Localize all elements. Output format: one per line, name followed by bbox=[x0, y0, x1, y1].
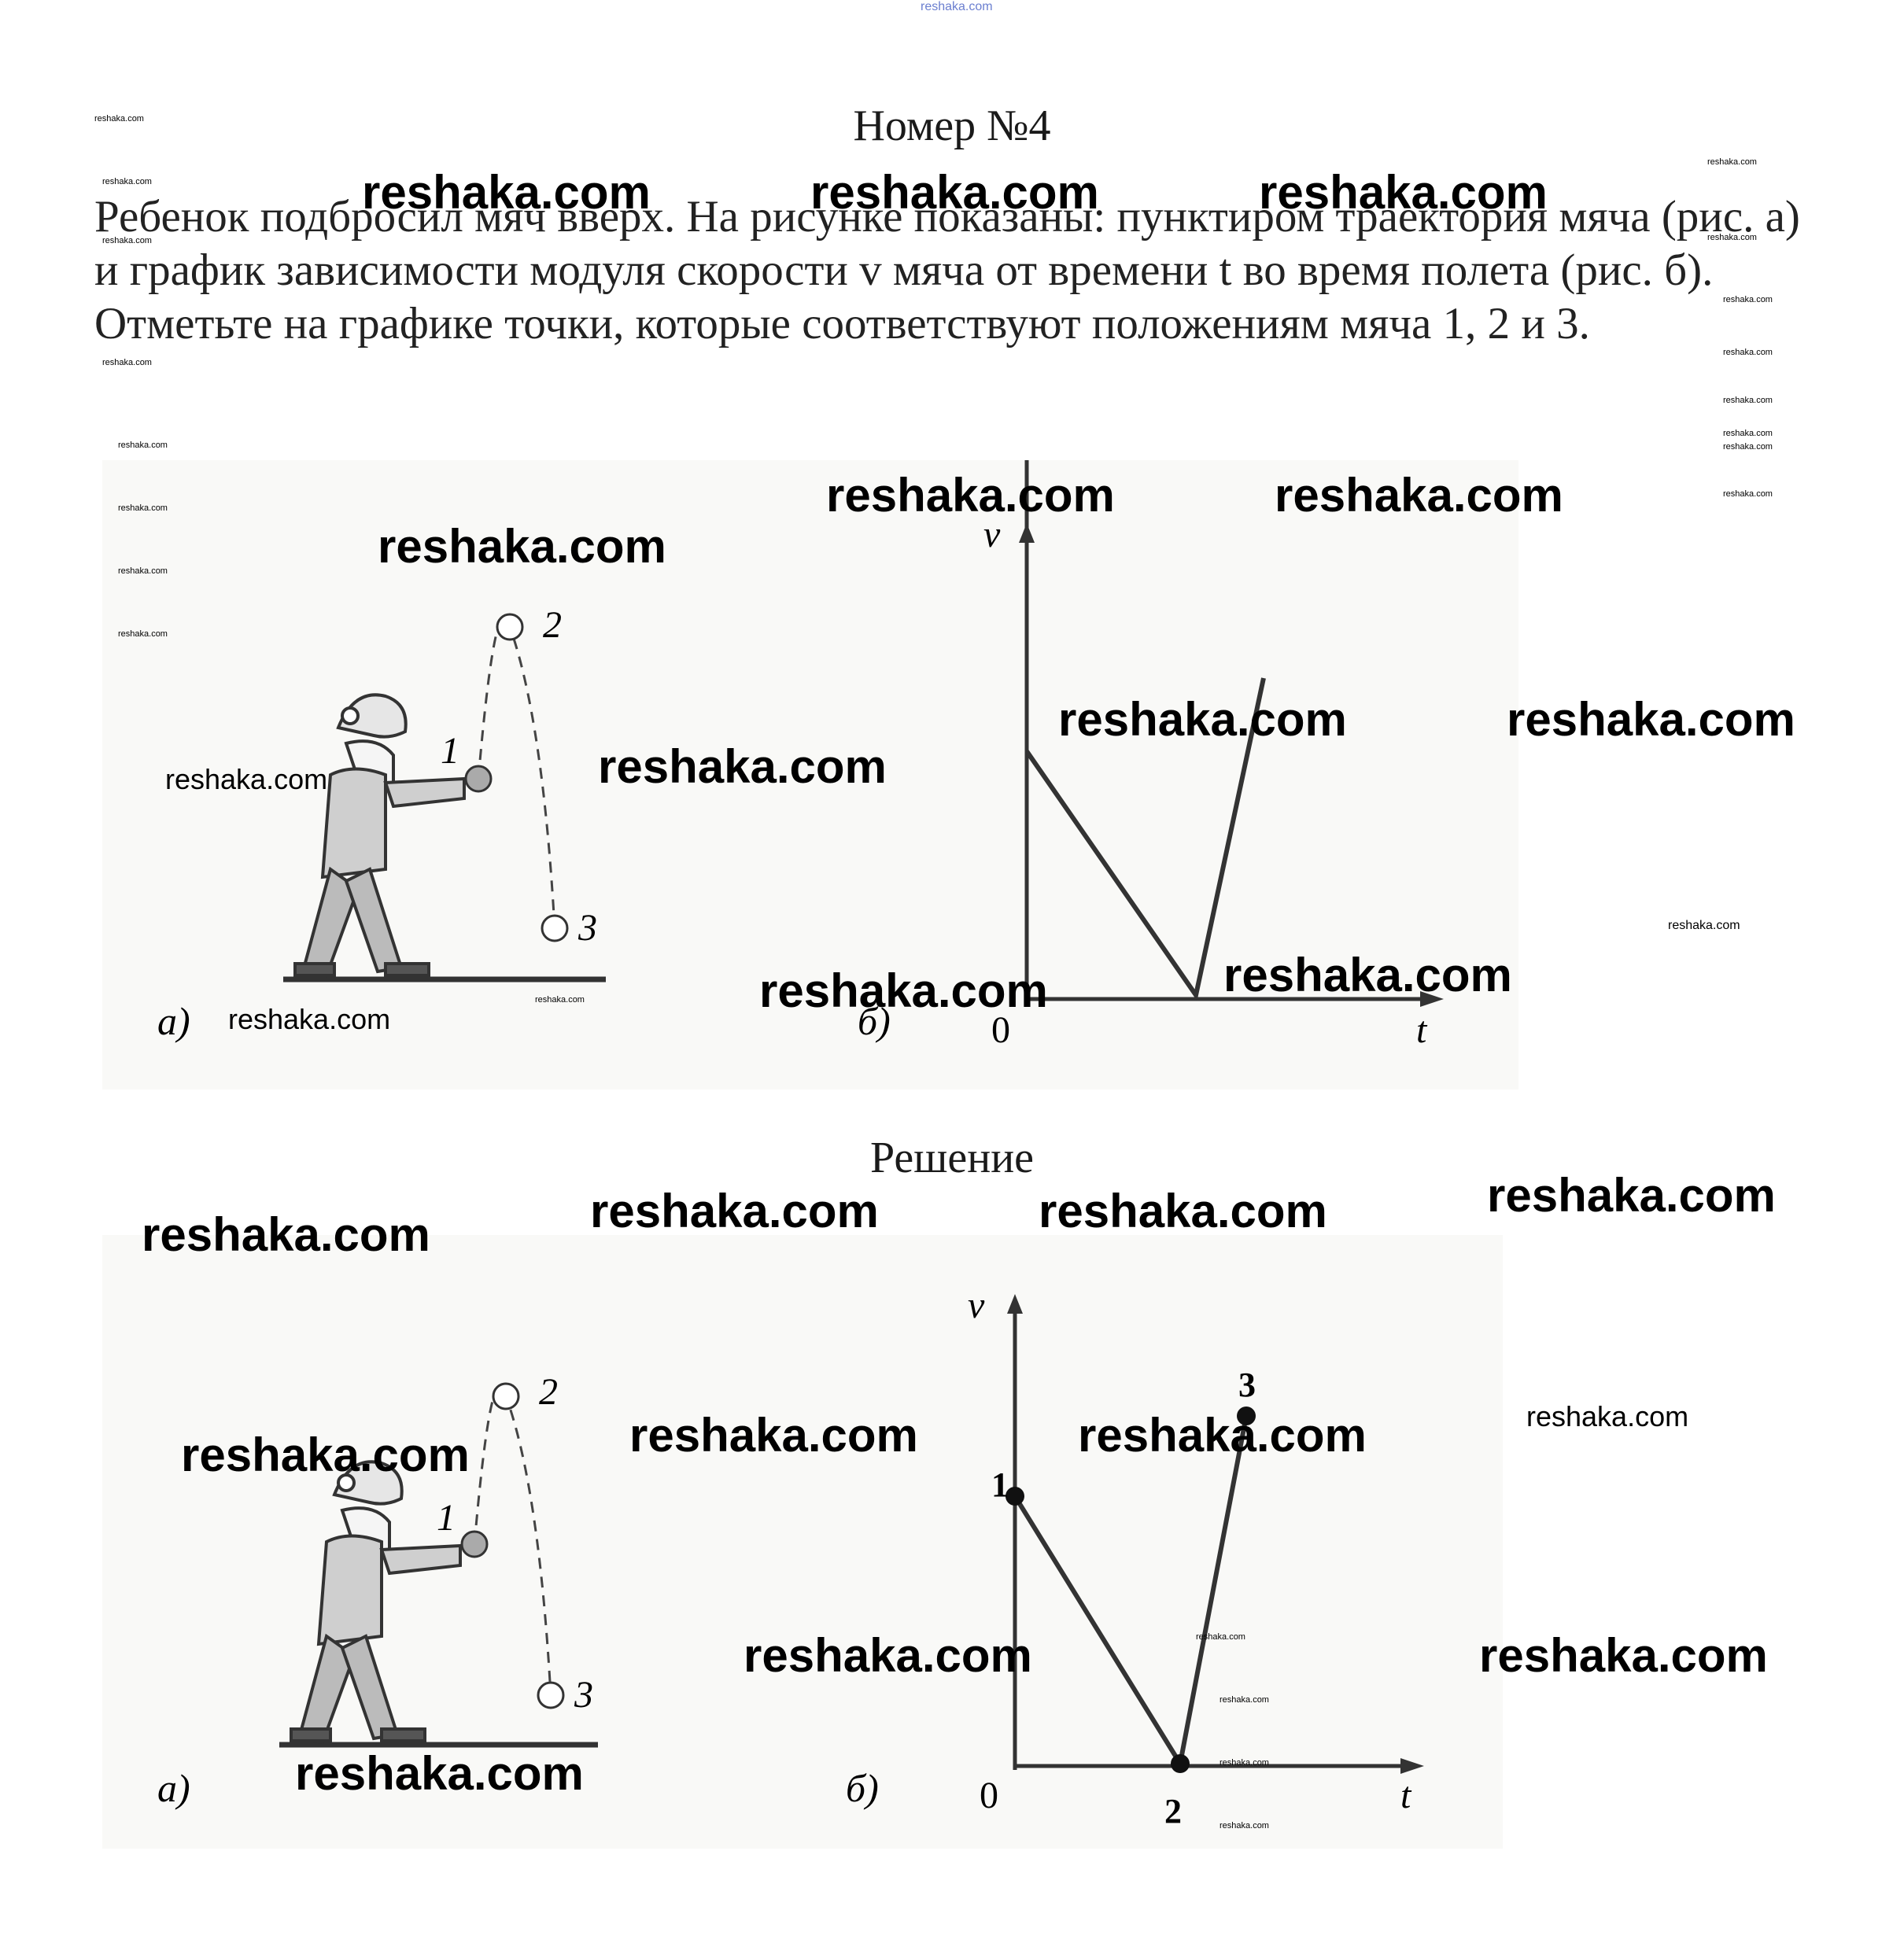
watermark: reshaka.com bbox=[102, 236, 152, 245]
watermark: reshaka.com bbox=[102, 177, 152, 186]
figure-b-label: б) bbox=[858, 999, 891, 1043]
y-axis-label: v bbox=[968, 1285, 985, 1326]
watermark: reshaka.com bbox=[1058, 693, 1347, 746]
figure-b-label: б) bbox=[846, 1766, 879, 1810]
solution-heading: Решение bbox=[869, 1134, 1035, 1182]
solution-point-1 bbox=[1006, 1487, 1024, 1506]
origin-label: 0 bbox=[980, 1775, 998, 1816]
watermark: reshaka.com bbox=[94, 114, 144, 124]
solution-point-3 bbox=[1237, 1407, 1256, 1425]
figure-solution: 1 2 3 а) 1 2 3 v t 0 б) bbox=[102, 1235, 1503, 1849]
problem-text: Ребенок подбросил мяч вверх. На рисунке … bbox=[94, 192, 1800, 348]
watermark: reshaka.com bbox=[629, 1409, 918, 1462]
watermark: reshaka.com bbox=[378, 520, 666, 573]
watermark: reshaka.com bbox=[1039, 1185, 1327, 1237]
position-label-2: 2 bbox=[539, 1371, 558, 1413]
watermark: reshaka.com bbox=[826, 469, 1115, 522]
watermark: reshaka.com bbox=[1487, 1169, 1776, 1222]
watermark: reshaka.com bbox=[759, 964, 1048, 1017]
ball-position-3 bbox=[541, 914, 569, 942]
x-axis-arrow bbox=[1400, 1758, 1424, 1774]
x-axis-label: t bbox=[1400, 1775, 1412, 1816]
watermark: reshaka.com bbox=[142, 1208, 430, 1261]
watermark: reshaka.com bbox=[1196, 1632, 1245, 1642]
solution-point-label-2: 2 bbox=[1164, 1792, 1182, 1830]
velocity-graph-line bbox=[1024, 677, 1266, 1001]
watermark: reshaka.com bbox=[1723, 348, 1773, 357]
watermark: reshaka.com bbox=[228, 1003, 391, 1035]
velocity-graph-line bbox=[1013, 1415, 1249, 1771]
watermark: reshaka.com bbox=[810, 166, 1099, 219]
figure-problem: 1 2 3 а) v t 0 б) bbox=[102, 460, 1518, 1089]
y-axis-arrow bbox=[1007, 1294, 1023, 1314]
solution-point-label-1: 1 bbox=[991, 1466, 1009, 1504]
watermark: reshaka.com bbox=[118, 629, 168, 639]
watermark: reshaka.com bbox=[181, 1429, 470, 1481]
watermark: reshaka.com bbox=[1707, 233, 1757, 242]
watermark: reshaka.com bbox=[1723, 429, 1773, 438]
watermark: reshaka.com bbox=[744, 1629, 1032, 1682]
watermark: reshaka.com bbox=[1723, 295, 1773, 304]
watermark: reshaka.com bbox=[1723, 489, 1773, 499]
ball-position-2 bbox=[492, 1382, 520, 1410]
position-label-2: 2 bbox=[543, 604, 562, 646]
watermark: reshaka.com bbox=[295, 1747, 584, 1800]
figure-a-label: а) bbox=[157, 1766, 190, 1810]
child-figure bbox=[293, 693, 466, 978]
y-axis-label: v bbox=[983, 514, 1001, 555]
watermark: reshaka.com bbox=[1723, 396, 1773, 405]
watermark: reshaka.com bbox=[362, 166, 651, 219]
solution-point-label-3: 3 bbox=[1238, 1366, 1256, 1404]
figure-a-label: а) bbox=[157, 999, 190, 1043]
watermark: reshaka.com bbox=[1259, 166, 1548, 219]
ball-position-3 bbox=[537, 1681, 565, 1709]
ball-position-1 bbox=[460, 1530, 489, 1558]
watermark: reshaka.com bbox=[1223, 949, 1512, 1001]
watermark: reshaka.com bbox=[118, 566, 168, 576]
figure-solution-svg: 1 2 3 а) 1 2 3 v t 0 б) bbox=[157, 1285, 1424, 1830]
position-label-1: 1 bbox=[441, 730, 459, 772]
top-watermark: reshaka.com bbox=[921, 0, 993, 13]
watermark: reshaka.com bbox=[535, 995, 585, 1005]
watermark: reshaka.com bbox=[1526, 1400, 1689, 1432]
position-label-3: 3 bbox=[574, 1674, 593, 1716]
watermark: reshaka.com bbox=[1275, 469, 1563, 522]
child-figure bbox=[290, 1460, 462, 1745]
ball-position-2 bbox=[496, 613, 524, 641]
solution-point-2 bbox=[1171, 1754, 1190, 1773]
position-label-3: 3 bbox=[577, 907, 597, 949]
position-label-1: 1 bbox=[437, 1497, 456, 1539]
watermark: reshaka.com bbox=[1723, 442, 1773, 452]
watermark: reshaka.com bbox=[1078, 1409, 1367, 1462]
figure-problem-svg: 1 2 3 а) v t 0 б) bbox=[157, 460, 1444, 1051]
y-axis-arrow bbox=[1019, 523, 1035, 543]
x-axis-label: t bbox=[1416, 1009, 1428, 1051]
ball-position-1 bbox=[464, 765, 493, 793]
watermark: reshaka.com bbox=[1220, 1821, 1269, 1830]
watermark: reshaka.com bbox=[118, 441, 168, 450]
watermark: reshaka.com bbox=[1507, 693, 1795, 746]
watermark: reshaka.com bbox=[590, 1185, 879, 1237]
watermark: reshaka.com bbox=[1479, 1629, 1768, 1682]
watermark: reshaka.com bbox=[102, 358, 152, 367]
origin-label: 0 bbox=[991, 1009, 1010, 1051]
page-title: Номер №4 bbox=[853, 101, 1051, 150]
watermark: reshaka.com bbox=[1220, 1758, 1269, 1768]
watermark: reshaka.com bbox=[1707, 157, 1757, 167]
watermark: reshaka.com bbox=[598, 740, 887, 793]
watermark: reshaka.com bbox=[165, 763, 328, 795]
watermark: reshaka.com bbox=[118, 503, 168, 513]
watermark: reshaka.com bbox=[1220, 1695, 1269, 1705]
x-axis-arrow bbox=[1420, 991, 1444, 1007]
watermark: reshaka.com bbox=[1668, 919, 1740, 932]
